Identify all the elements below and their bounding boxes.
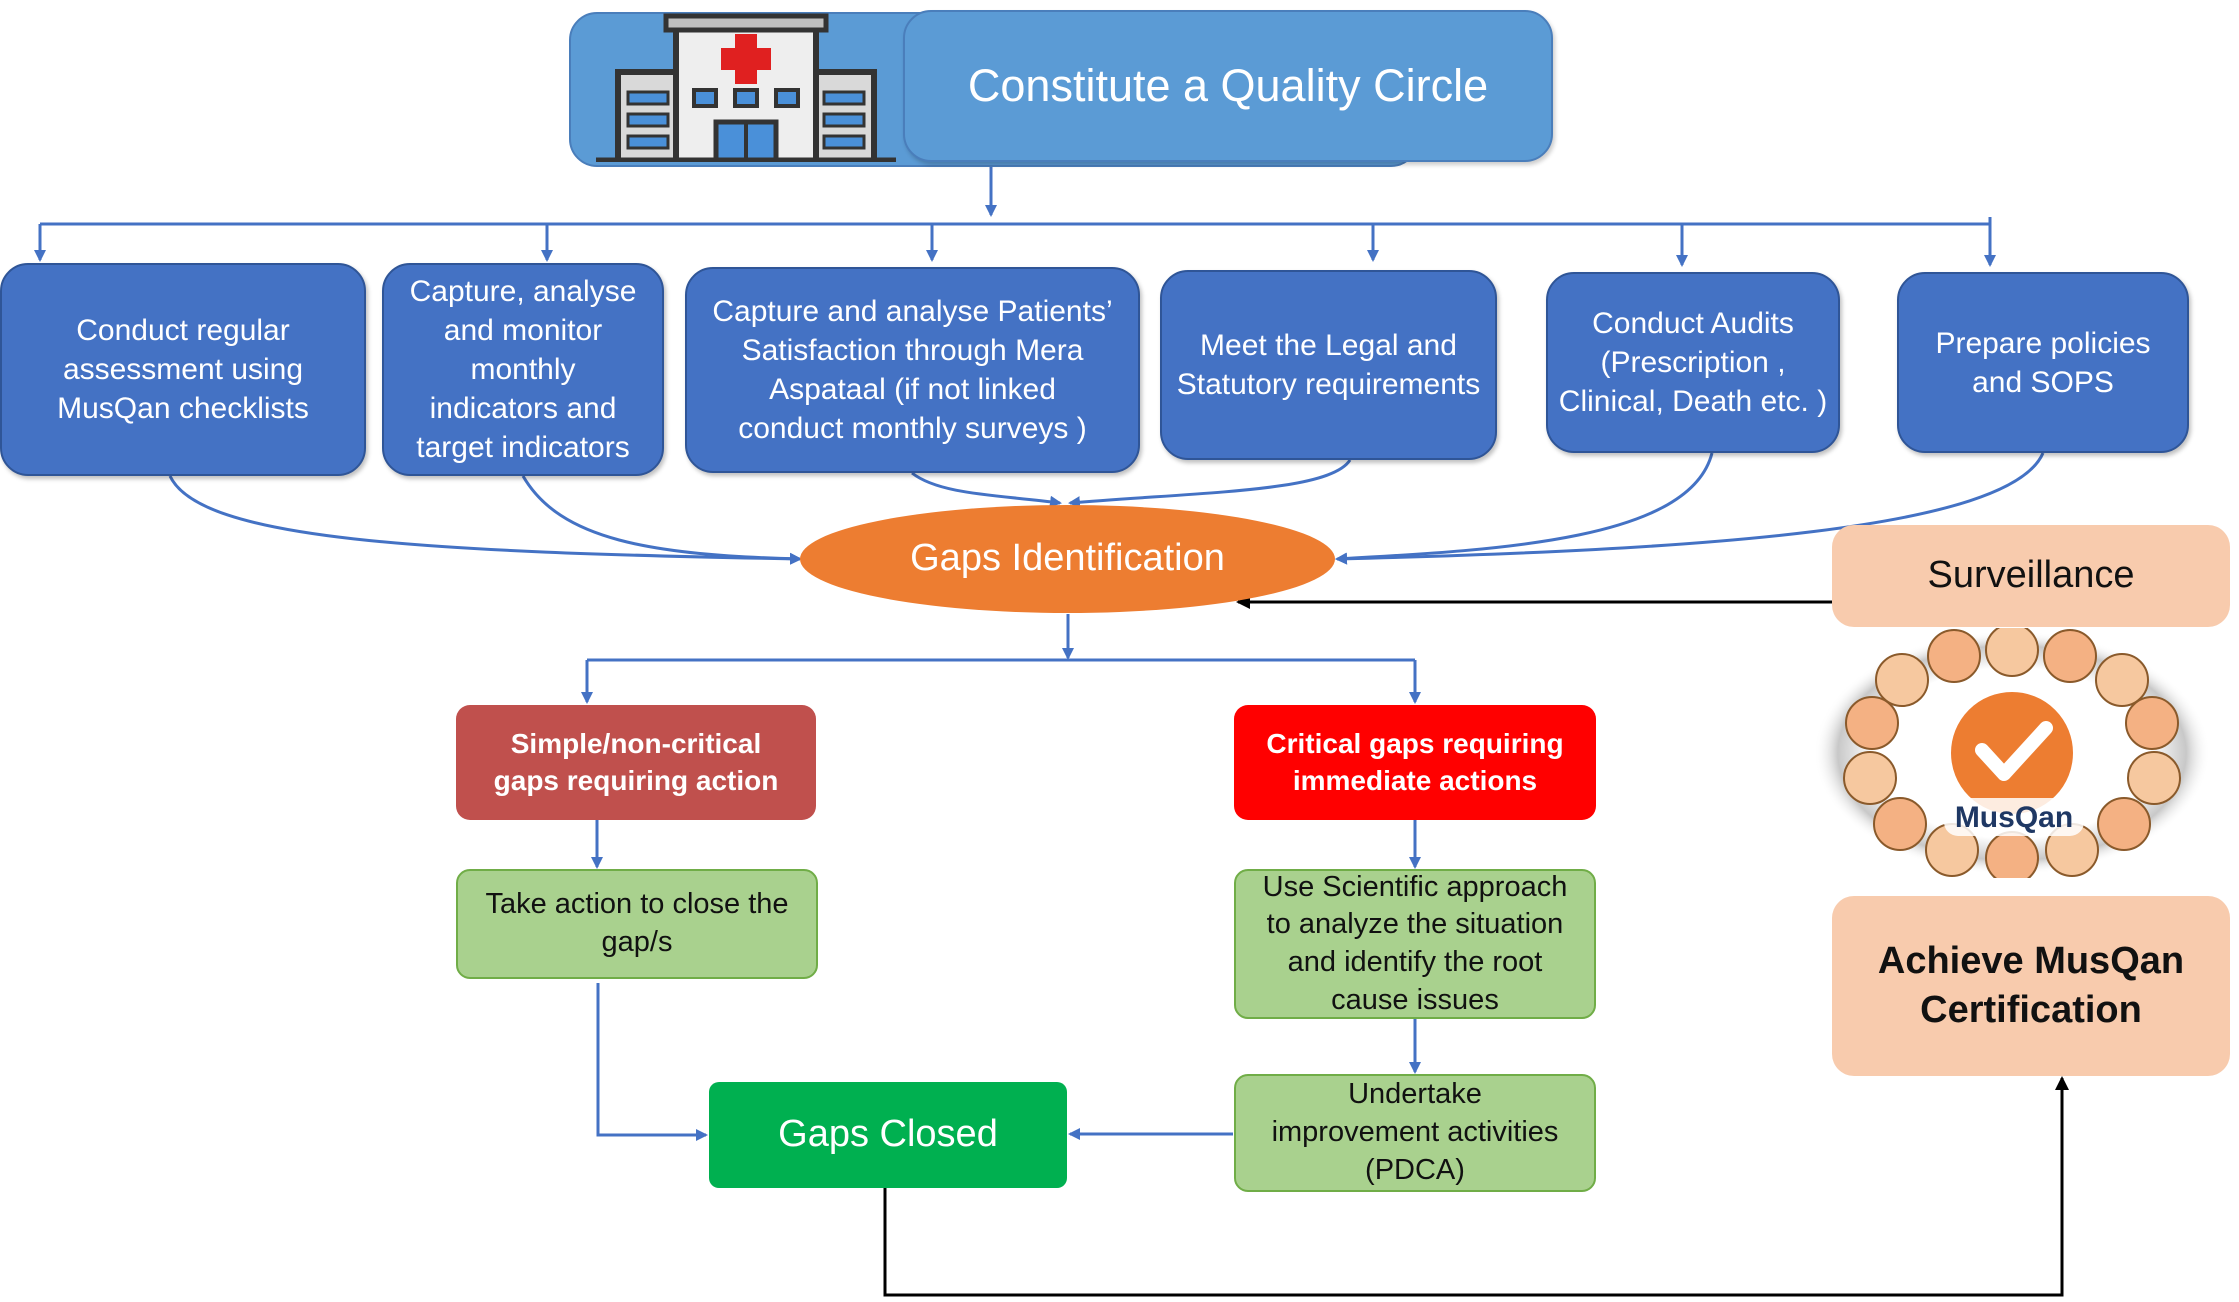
curve-step-3	[911, 471, 1062, 508]
musqan-logo-text: MusQan	[1955, 801, 2073, 834]
step-box-1: Conduct regular assessment using MusQan …	[0, 263, 366, 476]
step-label-6: Prepare policies and SOPS	[1935, 326, 2151, 399]
improvement-label: Undertake improvement activities (PDCA)	[1271, 1078, 1559, 1186]
certification-box: Achieve MusQan Certification	[1832, 896, 2230, 1076]
scientific-approach-label: Use Scientific approach to analyze the s…	[1262, 870, 1568, 1016]
musqan-logo: MusQan	[1812, 623, 2212, 885]
gaps-identification-label: Gaps Identification	[910, 537, 1225, 580]
step-label-1: Conduct regular assessment using MusQan …	[57, 314, 309, 425]
certification-label: Achieve MusQan Certification	[1877, 939, 2185, 1031]
step-box-4: Meet the Legal and Statutory requirement…	[1160, 270, 1497, 460]
take-action-label: Take action to close the gap/s	[485, 888, 789, 958]
simple-gaps-box: Simple/non-critical gaps requiring actio…	[456, 705, 816, 820]
gaps-closed-box: Gaps Closed	[709, 1082, 1067, 1188]
take-action-box: Take action to close the gap/s	[456, 869, 818, 979]
curve-step-6	[1335, 452, 2045, 565]
gaps-closed-label: Gaps Closed	[778, 1113, 998, 1156]
step-box-5: Conduct Audits (Prescription , Clinical,…	[1546, 272, 1840, 453]
step-label-5: Conduct Audits (Prescription , Clinical,…	[1558, 307, 1828, 418]
curve-step-1	[168, 475, 802, 565]
critical-gaps-label: Critical gaps requiring immediate action…	[1266, 728, 1564, 796]
hospital-icon	[596, 10, 896, 165]
arrow-to-gaps-closed-left	[596, 983, 708, 1141]
surveillance-box: Surveillance	[1832, 525, 2230, 627]
title-box: Constitute a Quality Circle	[903, 10, 1553, 162]
step-box-2: Capture, analyse and monitor monthly ind…	[382, 263, 664, 476]
simple-gaps-label: Simple/non-critical gaps requiring actio…	[493, 728, 779, 796]
curve-step-4	[1068, 459, 1352, 509]
curve-step-5	[1335, 452, 1714, 565]
step-label-2: Capture, analyse and monitor monthly ind…	[409, 275, 637, 464]
gaps-identification-ellipse: Gaps Identification	[800, 505, 1335, 613]
step-box-3: Capture and analyse Patients’ Satisfacti…	[685, 267, 1140, 473]
page-title: Constitute a Quality Circle	[967, 59, 1489, 111]
curve-step-2	[521, 475, 802, 565]
step-label-3: Capture and analyse Patients’ Satisfacti…	[712, 295, 1113, 445]
step-label-4: Meet the Legal and Statutory requirement…	[1176, 329, 1481, 401]
surveillance-label: Surveillance	[1927, 554, 2135, 597]
step-box-6: Prepare policies and SOPS	[1897, 272, 2189, 453]
certification-arrow	[883, 1076, 2069, 1297]
improvement-box: Undertake improvement activities (PDCA)	[1234, 1074, 1596, 1192]
scientific-approach-box: Use Scientific approach to analyze the s…	[1234, 869, 1596, 1019]
critical-gaps-box: Critical gaps requiring immediate action…	[1234, 705, 1596, 820]
